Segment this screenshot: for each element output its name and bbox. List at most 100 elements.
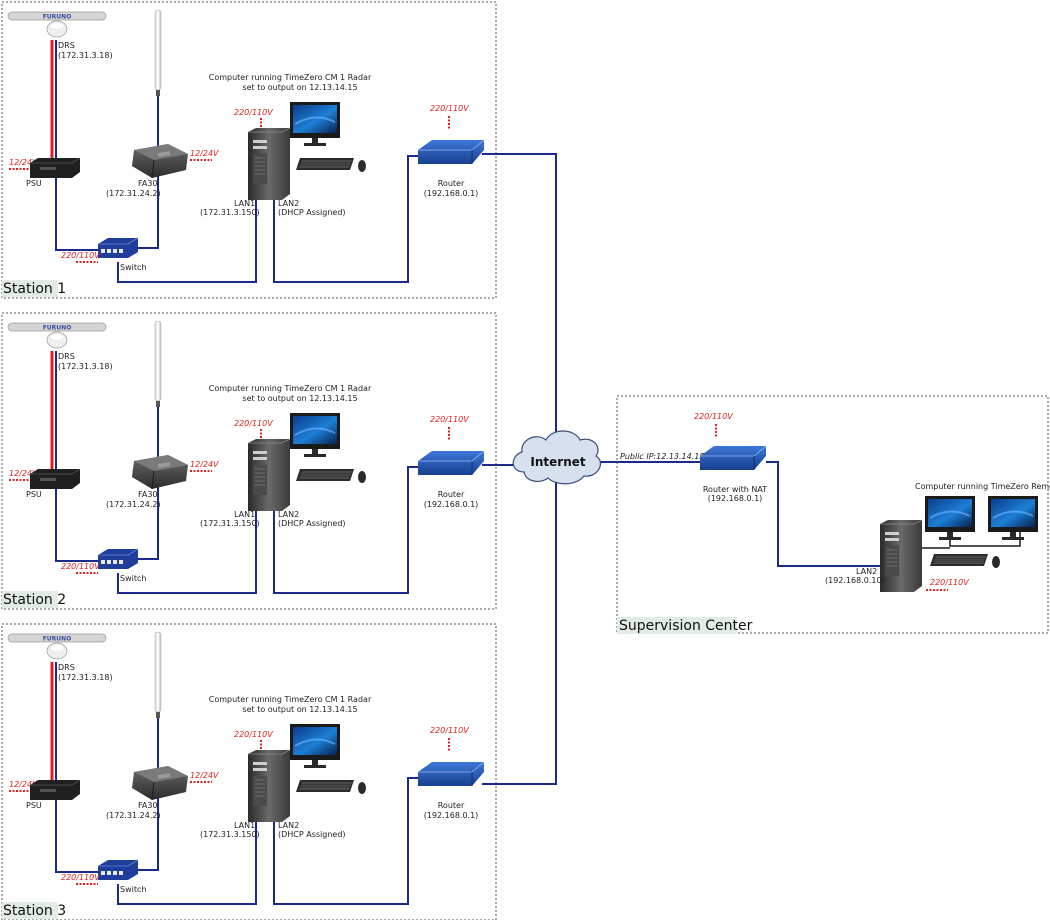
psu-power: 12/24V — [9, 158, 38, 167]
psu — [29, 779, 81, 801]
station-3-wrapper: Station 3 DRS (172.31.3.18) 12/24V PSU 1… — [1, 623, 497, 920]
computer-power: 220/110V — [234, 108, 273, 117]
drs-ip: (172.31.3.18) — [58, 51, 113, 60]
remote-monitor-1 — [924, 495, 976, 541]
fa30-unit — [131, 143, 189, 179]
psu — [29, 468, 81, 490]
router-label: Router — [438, 179, 465, 188]
computer-line1: Computer running TimeZero CM 1 Radar — [209, 384, 372, 393]
station-keyboard — [295, 157, 367, 173]
fa30-label: FA30 — [138, 179, 158, 188]
station-title: Station 1 — [3, 281, 66, 297]
switch-label: Switch — [120, 263, 146, 272]
router-label: Router — [438, 801, 465, 810]
drs-ip: (172.31.3.18) — [58, 673, 113, 682]
psu-label: PSU — [26, 179, 42, 188]
router-ip: (192.168.0.1) — [424, 811, 479, 820]
lan2-ip: (DHCP Assigned) — [278, 208, 346, 217]
router-ip: (192.168.0.1) — [424, 189, 479, 198]
station-monitor — [289, 101, 341, 147]
fa30-unit — [131, 765, 189, 801]
fa30-ip: (172.31.24.2) — [106, 811, 161, 820]
drs-ip: (172.31.3.18) — [58, 362, 113, 371]
network-switch — [97, 548, 139, 570]
station-router — [417, 139, 485, 165]
link-station1-internet — [482, 153, 557, 446]
lan1-label: LAN1 — [234, 821, 255, 830]
station-1-wrapper: Station 1 DRS (172.31.3.18) 12/24V PSU 1… — [1, 1, 497, 299]
station-router — [417, 761, 485, 787]
lan1-label: LAN1 — [234, 510, 255, 519]
drs-radar — [7, 11, 107, 38]
router-ip: (192.168.0.1) — [424, 500, 479, 509]
psu-power: 12/24V — [9, 780, 38, 789]
router-label: Router — [438, 490, 465, 499]
router-power: 220/110V — [430, 415, 469, 424]
drs-label: DRS — [58, 41, 75, 50]
station-2: Station 2 DRS (172.31.3.18) 12/24V PSU 1… — [1, 312, 497, 610]
station-monitor — [289, 723, 341, 769]
psu-label: PSU — [26, 490, 42, 499]
network-switch — [97, 859, 139, 881]
lan2-label: LAN2 — [278, 199, 299, 208]
fa30-label: FA30 — [138, 490, 158, 499]
supervision-title: Supervision Center — [619, 618, 753, 634]
fa30-ip: (172.31.24.2) — [106, 500, 161, 509]
remote-computer-power: 220/110V — [930, 578, 969, 587]
drs-label: DRS — [58, 352, 75, 361]
nat-router-label: Router with NAT — [703, 485, 767, 494]
lan2-ip: (DHCP Assigned) — [278, 519, 346, 528]
station-title: Station 2 — [3, 592, 66, 608]
lan1-label: LAN1 — [234, 199, 255, 208]
station-3: Station 3 DRS (172.31.3.18) 12/24V PSU 1… — [1, 623, 497, 920]
drs-radar — [7, 633, 107, 660]
station-keyboard — [295, 779, 367, 795]
router-power: 220/110V — [430, 726, 469, 735]
computer-power: 220/110V — [234, 730, 273, 739]
switch-power: 220/110V — [61, 873, 100, 882]
fa30-power: 12/24V — [190, 460, 219, 469]
nat-router-power: 220/110V — [694, 412, 733, 421]
fa30-unit — [131, 454, 189, 490]
station-title: Station 3 — [3, 903, 66, 919]
computer-line2: set to output on 12.13.14.15 — [242, 705, 357, 714]
switch-label: Switch — [120, 885, 146, 894]
lan1-ip: (172.31.3.150) — [200, 830, 260, 839]
remote-lan2-ip: (192.168.0.10) — [825, 576, 885, 585]
fa30-antenna — [154, 9, 162, 97]
internet-cloud: Internet — [512, 430, 601, 485]
switch-power: 220/110V — [61, 562, 100, 571]
computer-line2: set to output on 12.13.14.15 — [242, 394, 357, 403]
nat-router — [699, 445, 767, 471]
remote-monitor-2 — [987, 495, 1039, 541]
station-tower — [247, 749, 291, 823]
psu-power: 12/24V — [9, 469, 38, 478]
station-monitor — [289, 412, 341, 458]
remote-tower — [879, 519, 923, 593]
link-station3-internet — [482, 480, 557, 785]
switch-power: 220/110V — [61, 251, 100, 260]
lan1-ip: (172.31.3.150) — [200, 208, 260, 217]
computer-power: 220/110V — [234, 419, 273, 428]
station-1: Station 1 DRS (172.31.3.18) 12/24V PSU 1… — [1, 1, 497, 299]
computer-line2: set to output on 12.13.14.15 — [242, 83, 357, 92]
supervision-center: Supervision Center Public IP:12.13.14.15… — [616, 395, 1050, 634]
station-tower — [247, 127, 291, 201]
fa30-ip: (172.31.24.2) — [106, 189, 161, 198]
fa30-antenna — [154, 631, 162, 719]
station-2-wrapper: Station 2 DRS (172.31.3.18) 12/24V PSU 1… — [1, 312, 497, 610]
psu-label: PSU — [26, 801, 42, 810]
lan2-label: LAN2 — [278, 510, 299, 519]
switch-label: Switch — [120, 574, 146, 583]
internet-label: Internet — [530, 455, 585, 469]
fa30-label: FA30 — [138, 801, 158, 810]
computer-line1: Computer running TimeZero CM 1 Radar — [209, 73, 372, 82]
station-keyboard — [295, 468, 367, 484]
drs-label: DRS — [58, 663, 75, 672]
public-ip-label: Public IP:12.13.14.15 — [620, 452, 704, 461]
network-switch — [97, 237, 139, 259]
fa30-power: 12/24V — [190, 149, 219, 158]
station-router — [417, 450, 485, 476]
lan1-ip: (172.31.3.150) — [200, 519, 260, 528]
